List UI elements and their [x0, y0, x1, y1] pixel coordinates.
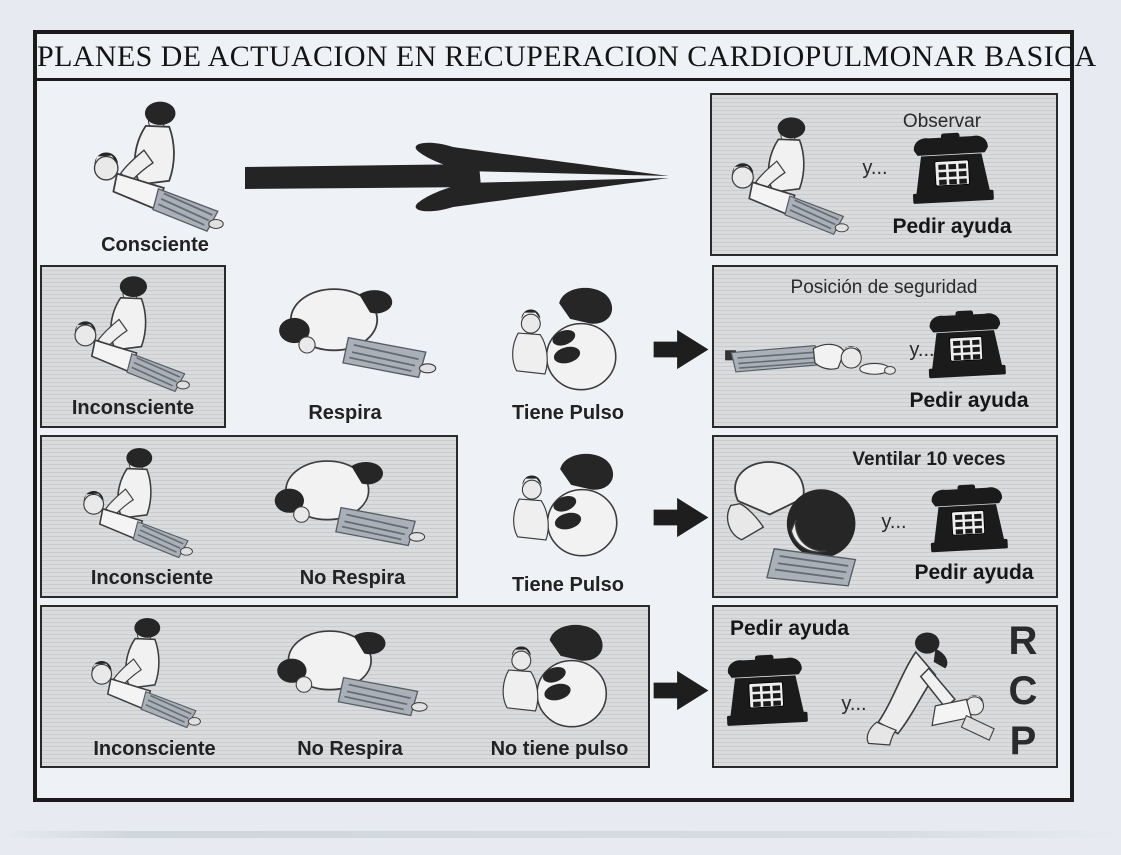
connector-text: y...	[841, 693, 867, 715]
help-label: Pedir ayuda	[892, 215, 1012, 238]
ventilation-illustration	[720, 445, 878, 593]
connector-text: y...	[909, 339, 935, 361]
condition-label-tiene-pulso: Tiene Pulso	[512, 402, 624, 424]
rcp-letter-c: C	[1008, 669, 1038, 713]
check-pulse-illustration	[487, 444, 649, 562]
condition-label-consciente: Consciente	[101, 234, 209, 256]
connector-text: y...	[881, 511, 907, 533]
help-label: Pedir ayuda	[914, 561, 1034, 584]
action-box-posicion-seguridad: Posición de seguridad y... Pedir ayuda	[712, 265, 1058, 428]
condition-label-tiene-pulso: Tiene Pulso	[512, 574, 624, 596]
action-title: Observar	[902, 111, 982, 132]
poster-frame: PLANES DE ACTUACION EN RECUPERACION CARD…	[33, 30, 1096, 802]
block-right-arrow-icon	[653, 668, 711, 713]
condition-box-inconsciente-no-respira: Inconsciente No Respira	[40, 435, 458, 598]
action-box-ventilar: Ventilar 10 veces y... Pedir ayuda	[712, 435, 1058, 598]
check-consciousness-illustration	[720, 101, 858, 249]
block-right-arrow-icon	[653, 495, 711, 540]
help-label: Pedir ayuda	[730, 617, 850, 640]
rcp-letter-r: R	[1008, 619, 1038, 663]
check-consciousness-illustration	[75, 98, 240, 233]
action-title: Ventilar 10 veces	[852, 449, 1006, 470]
scan-artifact	[0, 831, 1121, 838]
long-right-arrow-icon	[245, 140, 669, 214]
rcp-letter-p: P	[1009, 719, 1037, 763]
condition-label-inconsciente: Inconsciente	[71, 397, 195, 419]
telephone-icon	[928, 483, 1008, 557]
action-title: Posición de seguridad	[790, 277, 978, 298]
condition-label-respira: Respira	[308, 402, 382, 424]
condition-label-no-respira: No Respira	[299, 567, 406, 589]
check-consciousness-illustration	[70, 615, 220, 729]
page-title: PLANES DE ACTUACION EN RECUPERACION CARD…	[37, 34, 1096, 81]
check-breathing-illustration	[262, 274, 442, 396]
check-consciousness-illustration	[56, 273, 206, 393]
action-box-rcp: Pedir ayuda y... R C P	[712, 605, 1058, 768]
check-pulse-illustration	[487, 278, 647, 396]
condition-label-inconsciente: Inconsciente	[93, 738, 216, 760]
condition-label-no-tiene-pulso: No tiene pulso	[490, 738, 629, 760]
check-breathing-illustration	[252, 449, 437, 561]
check-consciousness-illustration	[62, 445, 212, 559]
action-box-observar: Observar y... Pedir ayuda	[710, 93, 1058, 256]
telephone-icon	[724, 653, 808, 731]
block-right-arrow-icon	[653, 327, 711, 372]
condition-box-inconsciente: Inconsciente	[40, 265, 226, 428]
recovery-position-illustration	[722, 323, 900, 393]
condition-box-paro: Inconsciente No Respira No tiene pulso	[40, 605, 650, 768]
check-pulse-illustration	[480, 615, 635, 733]
condition-label-no-respira: No Respira	[297, 738, 403, 760]
connector-text: y...	[862, 157, 888, 179]
help-label: Pedir ayuda	[909, 389, 1029, 412]
check-breathing-illustration	[257, 619, 437, 731]
cpr-compressions-illustration	[844, 621, 999, 763]
telephone-icon	[910, 131, 994, 209]
condition-label-inconsciente: Inconsciente	[90, 567, 214, 589]
telephone-icon	[926, 309, 1006, 383]
